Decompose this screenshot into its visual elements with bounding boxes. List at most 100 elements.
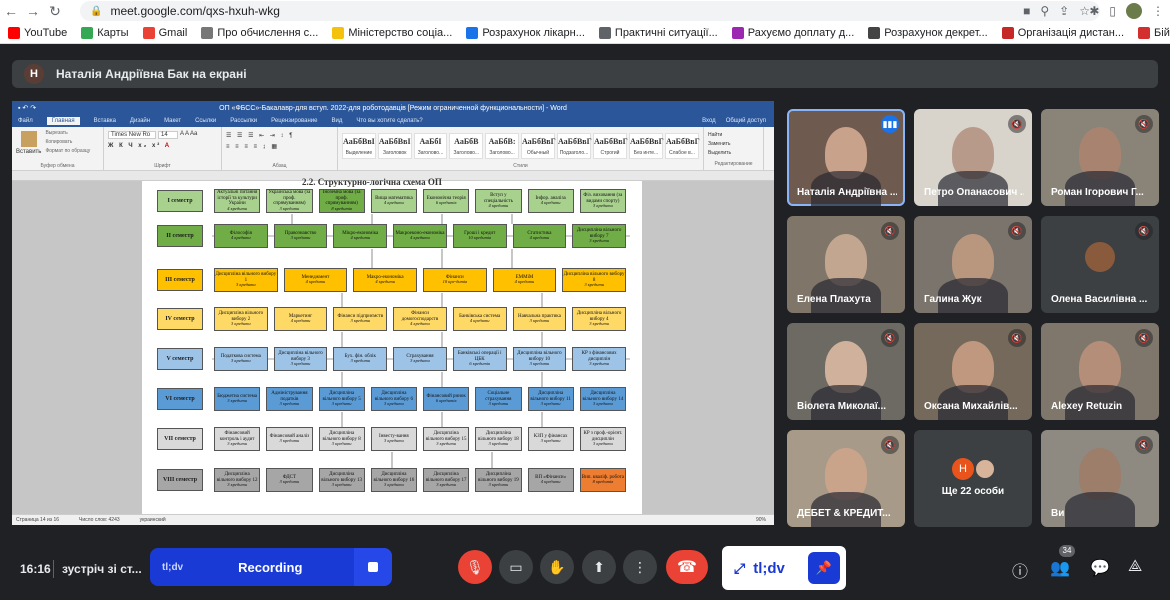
bookmark-label: Організація дистан... bbox=[1017, 26, 1125, 39]
course-title: Бюджетна система bbox=[217, 393, 257, 399]
people-icon[interactable]: 👥 bbox=[1050, 560, 1070, 577]
stop-recording-button[interactable] bbox=[354, 548, 392, 586]
extensions-icon[interactable]: ✱ bbox=[1089, 4, 1100, 18]
participant-name: Елена Плахута bbox=[797, 294, 871, 305]
course-title: Соціальне страхування bbox=[485, 391, 512, 402]
style-label: Выделение bbox=[345, 150, 373, 156]
camera-button[interactable]: ▭ bbox=[499, 550, 533, 584]
course-credits: 10 кредитів bbox=[468, 235, 492, 241]
profile-avatar[interactable] bbox=[1126, 3, 1142, 19]
bookmark-item[interactable]: Рахуємо доплату д... bbox=[731, 26, 854, 39]
bookmark-item[interactable]: Gmail bbox=[142, 26, 188, 39]
bookmark-item[interactable]: Про обчислення с... bbox=[201, 26, 318, 39]
course-credits: 4 кредити bbox=[375, 279, 395, 285]
menu-icon[interactable]: ⋮ bbox=[1152, 4, 1164, 18]
participant-body bbox=[811, 492, 881, 527]
activities-icon[interactable]: ⟁ bbox=[1128, 558, 1143, 575]
share-icon[interactable]: ⇪ bbox=[1059, 4, 1070, 18]
shared-screen: ▪ ↶ ↷ ОП «ФБСС»-Бакалавр-для вступ. 2022… bbox=[12, 101, 774, 525]
expand-icon[interactable]: ⤢ bbox=[734, 559, 746, 576]
course-title: КР з фінансових дисциплін bbox=[581, 351, 617, 362]
clipboard-group: Вставить Вырезать Копировать Формат по о… bbox=[12, 127, 104, 170]
bookmark-label: Практичні ситуації... bbox=[614, 26, 718, 39]
participant-tile[interactable]: Петро Опанасович ...🔇 bbox=[914, 109, 1032, 206]
bookmark-item[interactable]: Міністерство соціа... bbox=[332, 26, 452, 39]
participant-tile[interactable]: Елена Плахута🔇 bbox=[787, 216, 905, 313]
course-credits: 3 кредити bbox=[384, 482, 404, 488]
microphone-off-button[interactable]: 🎙 bbox=[458, 550, 492, 584]
participant-tile[interactable]: Наталія Андріївна ...▮▮▮ bbox=[787, 109, 905, 206]
chat-icon[interactable]: 💬 bbox=[1090, 560, 1110, 577]
recording-panel: tl;dv Recording bbox=[150, 548, 392, 586]
participant-tile[interactable]: Ви🔇 bbox=[1041, 430, 1159, 527]
participant-tile[interactable]: Олена Василівна ...🔇 bbox=[1041, 216, 1159, 313]
ruler bbox=[12, 171, 774, 181]
course-block: Актуальні питання історії та культури Ук… bbox=[214, 189, 261, 213]
participant-body bbox=[1065, 385, 1135, 420]
participant-body bbox=[811, 171, 881, 206]
word-tab: Макет bbox=[164, 118, 182, 124]
browser-toolbar: ← → ↻ 🔒 meet.google.com/qxs-hxuh-wkg ■ ⚲… bbox=[0, 0, 1170, 22]
zoom-icon[interactable]: ⚲ bbox=[1040, 4, 1050, 18]
course-title: Актуальні питання історії та культури Ук… bbox=[216, 190, 258, 207]
course-title: Економічна теорія bbox=[426, 195, 466, 201]
presenter-banner: Н Наталія Андріївна Бак на екрані bbox=[12, 60, 1158, 88]
course-title: Дисципліна вільного вибору 4 bbox=[576, 311, 622, 322]
present-button[interactable]: ⬆ bbox=[582, 550, 616, 584]
bookmark-label: Gmail bbox=[158, 26, 188, 39]
back-arrow-icon[interactable]: ← bbox=[4, 3, 18, 19]
course-title: Філософія bbox=[229, 230, 252, 236]
participant-body bbox=[938, 171, 1008, 206]
raise-hand-button[interactable]: ✋ bbox=[540, 550, 574, 584]
bookmark-item[interactable]: Розрахунок лікарн... bbox=[466, 26, 585, 39]
word-ribbon: Вставить Вырезать Копировать Формат по о… bbox=[12, 127, 774, 171]
participant-tile[interactable]: ДЕБЕТ & КРЕДИТ...🔇 bbox=[787, 430, 905, 527]
course-credits: 3 кредити bbox=[236, 282, 256, 288]
participant-tile[interactable]: Alexey Retuzin🔇 bbox=[1041, 323, 1159, 420]
course-title: Мікро-економіка bbox=[342, 230, 379, 236]
style-label: Без инте... bbox=[633, 150, 659, 156]
participant-tile[interactable]: Оксана Михайлів...🔇 bbox=[914, 323, 1032, 420]
participant-video bbox=[825, 341, 867, 393]
course-credits: 3 кредити bbox=[279, 479, 300, 485]
participant-video bbox=[1079, 341, 1121, 393]
info-icon[interactable]: ⓘ bbox=[1012, 564, 1029, 581]
bookmark-label: Розрахунок декрет... bbox=[884, 26, 988, 39]
bookmark-item[interactable]: Організація дистан... bbox=[1001, 26, 1125, 39]
course-credits: 3 кредити bbox=[529, 318, 550, 324]
bookmark-label: Розрахунок лікарн... bbox=[482, 26, 585, 39]
camera-icon[interactable]: ■ bbox=[1023, 4, 1031, 18]
bookmark-item[interactable]: Розрахунок декрет... bbox=[868, 26, 988, 39]
star-icon[interactable]: ☆ bbox=[1079, 4, 1090, 18]
more-options-button[interactable]: ⋮ bbox=[623, 550, 657, 584]
semester-label: IV семестр bbox=[157, 308, 203, 330]
bookmark-item[interactable]: Карты bbox=[81, 26, 129, 39]
course-credits: 4 кредити bbox=[540, 200, 561, 206]
sidebar-icon[interactable]: ▯ bbox=[1109, 4, 1116, 18]
pin-button[interactable]: 📌 bbox=[808, 552, 840, 584]
leave-call-button[interactable]: ☎ bbox=[666, 550, 708, 584]
reload-icon[interactable]: ↻ bbox=[49, 2, 61, 19]
semester-label: ІІІ семестр bbox=[157, 269, 203, 291]
share-link: Общий доступ bbox=[725, 118, 766, 124]
participant-tile[interactable]: Галина Жук🔇 bbox=[914, 216, 1032, 313]
course-credits: 4 кредити bbox=[384, 200, 404, 206]
bookmark-item[interactable]: Бій "громадські об'... bbox=[1138, 26, 1170, 39]
course-title: Макроеконо-економіка bbox=[395, 230, 445, 236]
course-credits: 3 кредити bbox=[410, 358, 430, 364]
course-title: Фінанси підприємств bbox=[337, 313, 384, 319]
bookmark-item[interactable]: Практичні ситуації... bbox=[598, 26, 718, 39]
participant-tile[interactable]: Роман Ігорович Г...🔇 bbox=[1041, 109, 1159, 206]
forward-arrow-icon[interactable]: → bbox=[26, 3, 40, 19]
participant-tile[interactable]: Віолета Миколаї...🔇 bbox=[787, 323, 905, 420]
bookmark-item[interactable]: YouTube bbox=[8, 26, 67, 39]
address-bar[interactable]: 🔒 meet.google.com/qxs-hxuh-wkg bbox=[80, 1, 1100, 21]
course-credits: 4 кредити bbox=[410, 321, 430, 327]
